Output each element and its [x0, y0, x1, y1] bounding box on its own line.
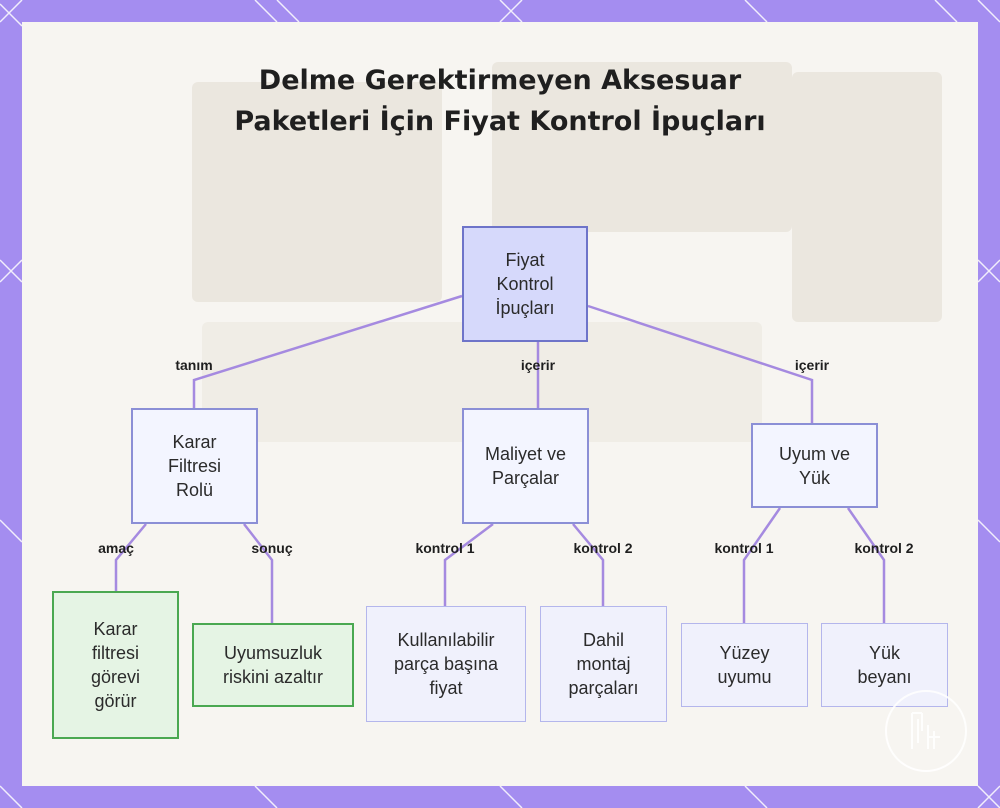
node-karar-filtresi: Karar Filtresi Rolü — [131, 408, 258, 524]
edge-uyum-k2 — [848, 508, 884, 623]
node-label: Fiyat Kontrol İpuçları — [492, 248, 558, 320]
node-label: Uyum ve Yük — [773, 442, 856, 490]
node-maliyet: Maliyet ve Parçalar — [462, 408, 589, 524]
node-uyumsuzluk: Uyumsuzluk riskini azaltır — [192, 623, 354, 707]
edge-label-uyum-kontrol-2: kontrol 2 — [854, 540, 913, 556]
node-uyum: Uyum ve Yük — [751, 423, 878, 508]
node-label: Karar filtresi görevi görür — [80, 617, 151, 713]
edge-maliyet-k1 — [445, 524, 493, 606]
edge-label-maliyet-kontrol-1: kontrol 1 — [415, 540, 474, 556]
edge-label-icerir-uyum: içerir — [795, 357, 829, 373]
edge-maliyet-k2 — [573, 524, 603, 606]
edge-karar-sonuc — [244, 524, 272, 623]
edge-label-icerir-maliyet: içerir — [521, 357, 555, 373]
node-label: Maliyet ve Parçalar — [476, 442, 575, 490]
logo-watermark-icon — [885, 690, 967, 772]
node-montaj: Dahil montaj parçaları — [540, 606, 667, 722]
node-fiyat-parca: Kullanılabilir parça başına fiyat — [366, 606, 526, 722]
edge-label-maliyet-kontrol-2: kontrol 2 — [573, 540, 632, 556]
node-label: Kullanılabilir parça başına fiyat — [377, 628, 515, 700]
edge-karar-amac — [116, 524, 146, 591]
node-label: Dahil montaj parçaları — [559, 628, 648, 700]
edge-root-karar — [194, 296, 462, 408]
page-title: Delme Gerektirmeyen Aksesuar Paketleri İ… — [200, 60, 800, 142]
edge-label-sonuc: sonuç — [251, 540, 292, 556]
node-label: Yük beyanı — [852, 641, 917, 689]
logo-mark-icon — [906, 709, 946, 753]
edge-label-tanim: tanım — [175, 357, 212, 373]
edge-label-amac: amaç — [98, 540, 134, 556]
node-yuzey: Yüzey uyumu — [681, 623, 808, 707]
edge-label-uyum-kontrol-1: kontrol 1 — [714, 540, 773, 556]
node-label: Karar Filtresi Rolü — [161, 430, 228, 502]
node-karar-gorevi: Karar filtresi görevi görür — [52, 591, 179, 739]
edge-uyum-k1 — [744, 508, 780, 623]
node-fiyat-kontrol: Fiyat Kontrol İpuçları — [462, 226, 588, 342]
node-label: Uyumsuzluk riskini azaltır — [204, 641, 342, 689]
node-label: Yüzey uyumu — [710, 641, 779, 689]
edge-root-uyum — [588, 306, 812, 423]
